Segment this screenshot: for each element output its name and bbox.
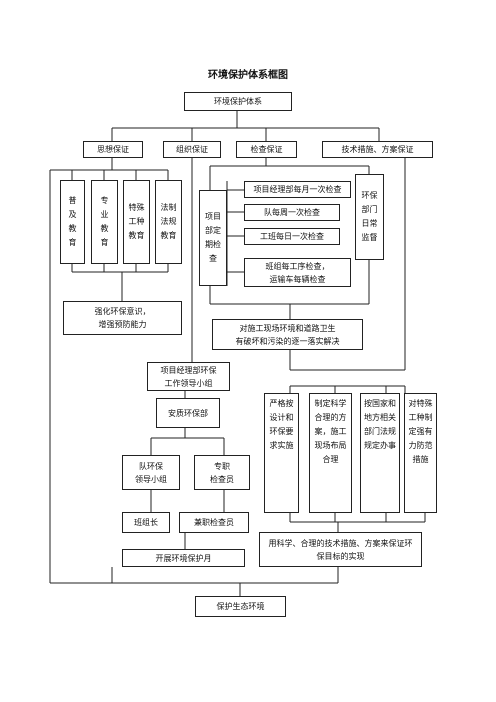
env-dept-supervision-node: 环保 部门 日常 监督 <box>355 174 384 260</box>
special-measures-node: 对特殊 工种制 定强有 力防范 措施 <box>404 393 437 513</box>
technical-goal-node: 用科学、合理的技术措施、方案来保证环 保目标的实现 <box>259 532 422 567</box>
env-protection-month-node: 开展环境保护月 <box>122 549 245 567</box>
foreman-node: 班组长 <box>122 512 170 533</box>
professional-education-node: 专 业 教 育 <box>91 180 118 264</box>
monthly-inspection-node: 项目经理部每月一次检查 <box>244 181 351 198</box>
special-worker-education-node: 特殊 工种 教育 <box>123 180 150 264</box>
full-time-inspector-node: 专职 检查员 <box>194 455 250 490</box>
organization-node: 组织保证 <box>163 141 221 158</box>
part-time-inspector-node: 兼职检查员 <box>179 512 249 533</box>
protect-ecology-node: 保护生态环境 <box>195 596 286 617</box>
strict-implementation-node: 严格按 设计和 环保要 求实施 <box>264 393 299 513</box>
site-environment-node: 对施工现场环境和道路卫生 有破坏和污染的逐一落实解决 <box>212 319 363 350</box>
leader-group-node: 项目经理部环保 工作领导小组 <box>147 362 230 391</box>
popular-education-node: 普 及 教 育 <box>60 180 85 264</box>
legal-education-node: 法制 法规 教育 <box>155 180 182 264</box>
ideology-node: 思想保证 <box>83 141 143 158</box>
diagram-title: 环境保护体系框图 <box>208 70 288 81</box>
safety-quality-env-dept-node: 安质环保部 <box>156 398 220 428</box>
project-regular-inspection-node: 项目 部定 期检 查 <box>199 190 227 286</box>
regulations-node: 按国家和 地方相关 部门法规 规定办事 <box>360 393 400 513</box>
root-node: 环境保护体系 <box>184 92 292 111</box>
technical-node: 技术措施、方案保证 <box>322 141 433 158</box>
daily-inspection-node: 工班每日一次检查 <box>244 228 340 245</box>
awareness-node: 强化环保意识， 增强预防能力 <box>63 301 182 335</box>
weekly-inspection-node: 队每周一次检查 <box>244 204 340 221</box>
shift-inspection-node: 班组每工序检查， 运输车每辆检查 <box>244 258 351 287</box>
scientific-plan-node: 制定科学 合理的方 案，施工 现场布局 合理 <box>309 393 352 513</box>
inspection-node: 检查保证 <box>236 141 297 158</box>
team-leader-group-node: 队环保 领导小组 <box>122 455 180 490</box>
